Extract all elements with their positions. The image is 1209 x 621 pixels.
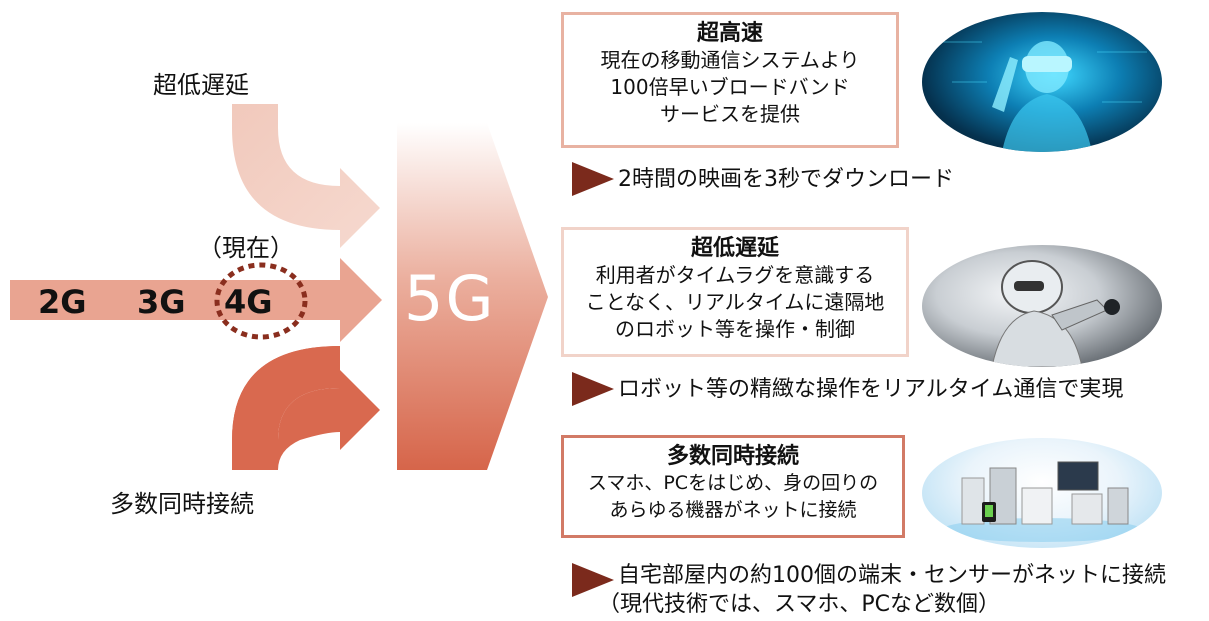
feature-line: 利用者がタイムラグを意識する [595,263,875,287]
feature-line: 100倍早いブロードバンド [610,75,850,99]
feature-line: あらゆる機器がネットに接続 [609,499,857,521]
feature-note: 2時間の映画を3秒でダウンロード [618,167,954,192]
current-label: （現在） [198,234,294,262]
feature-note: ロボット等の精緻な操作をリアルタイム通信で実現 [618,377,1124,402]
vr-person-icon [922,12,1162,152]
gen-2g: 2G [38,283,87,321]
feature-line: ことなく、リアルタイムに遠隔地 [585,290,885,314]
feature-note: 自宅部屋内の約100個の端末・センサーがネットに接続 [618,563,1166,588]
note-marker-icon [572,372,614,406]
feature-title: 多数同時接続 [666,444,799,469]
note-marker-icon [572,563,614,597]
feature-box-speed: 超高速 現在の移動通信システムより 100倍早いブロードバンド サービスを提供 [561,12,899,148]
feature-box-connections: 多数同時接続 スマホ、PCをはじめ、身の回りの あらゆる機器がネットに接続 [561,435,905,538]
top-curved-arrow [232,104,380,248]
current-gen-dotted-circle [214,262,308,340]
feature-line: のロボット等を操作・制御 [615,317,855,341]
feature-line: 現在の移動通信システムより [600,48,860,72]
gen-4g: 4G [224,283,273,321]
feature-line: スマホ、PCをはじめ、身の回りの [587,472,879,494]
feature-line: サービスを提供 [660,102,800,126]
note-marker-icon [572,162,614,196]
5g-chevron-block [397,123,548,470]
appliances-icon [922,438,1162,548]
feature-box-latency: 超低遅延 利用者がタイムラグを意識する ことなく、リアルタイムに遠隔地 のロボッ… [561,227,909,357]
feature-title: 超低遅延 [690,236,779,261]
bottom-label: 多数同時接続 [110,490,254,518]
feature-title: 超高速 [696,21,763,46]
feature-note: （現代技術では、スマホ、PCなど数個） [598,592,1000,617]
5g-label: 5G [404,262,496,335]
gen-3g: 3G [137,283,186,321]
top-label: 超低遅延 [153,71,249,99]
bottom-curved-arrow-body [232,346,340,470]
main-horizontal-arrow [10,258,382,342]
robot-icon [922,245,1162,367]
